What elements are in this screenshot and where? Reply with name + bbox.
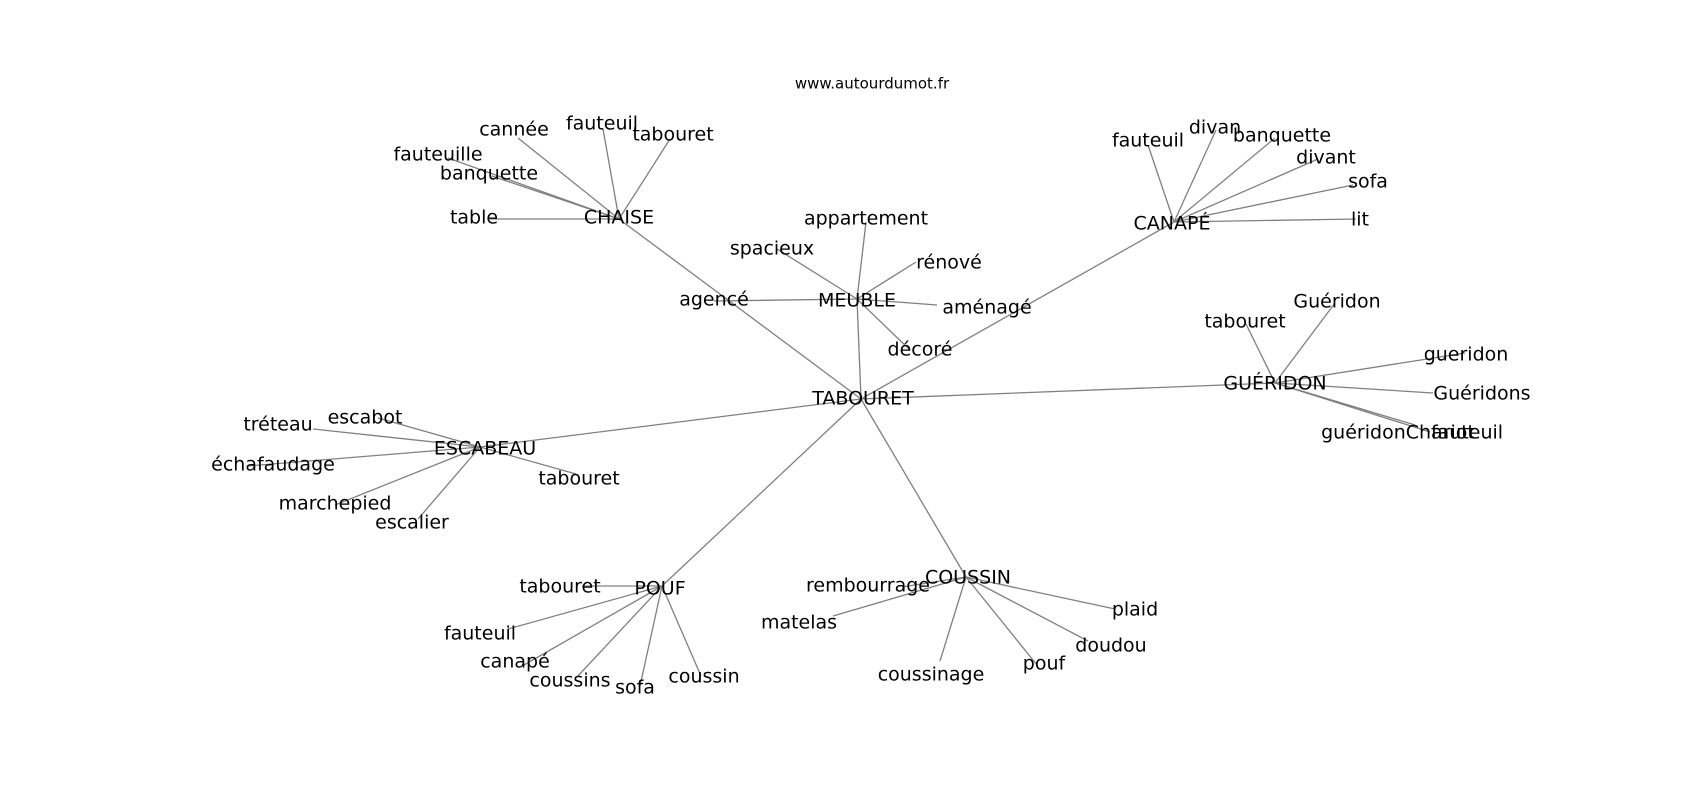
- edge-hub-to-leaf: [1274, 302, 1336, 384]
- edge-center-to-hub: [860, 398, 967, 578]
- leaf-node-label: aménagé: [942, 297, 1031, 319]
- edge-hub-to-leaf: [965, 576, 1116, 610]
- edge-hub-to-leaf: [901, 576, 967, 588]
- leaf-node-label: fauteuil: [444, 623, 516, 645]
- leaf-node-label: échafaudage: [211, 454, 335, 476]
- leaf-node-label: doudou: [1075, 635, 1146, 657]
- edge-center-to-hub: [479, 398, 862, 448]
- edge-hub-to-leaf: [377, 417, 481, 448]
- leaf-node-label: sofa: [615, 677, 655, 699]
- leaf-node-label: rembourrage: [806, 575, 930, 597]
- leaf-node-label: spacieux: [730, 238, 814, 260]
- leaf-node-label: sofa: [1348, 171, 1388, 193]
- edge-hub-to-leaf: [1173, 129, 1217, 223]
- leaf-node-label: Guéridon: [1293, 291, 1380, 313]
- hub-node-label: COUSSIN: [925, 567, 1011, 589]
- edge-hub-to-leaf: [965, 576, 1089, 642]
- edge-hub-to-leaf: [618, 138, 671, 220]
- edge-hub-to-leaf: [713, 298, 858, 302]
- edge-hub-to-leaf: [639, 585, 663, 687]
- graph-labels: TABOURET MEUBLE appartement spacieux rénové a…: [211, 113, 1530, 699]
- leaf-node-label: matelas: [761, 612, 837, 634]
- edge-center-to-hub: [856, 298, 862, 400]
- edge-hub-to-leaf: [832, 576, 967, 617]
- leaf-node-label: tabouret: [519, 576, 600, 598]
- leaf-node-label: Guéridons: [1433, 383, 1530, 405]
- leaf-node-label: décoré: [888, 339, 953, 361]
- leaf-node-label: appartement: [804, 208, 928, 230]
- source-label: www.autourdumot.fr: [795, 75, 950, 93]
- leaf-node-label: tabouret: [1204, 311, 1285, 333]
- hub-node-label: ESCABEAU: [434, 438, 536, 460]
- edge-hub-to-leaf: [1274, 382, 1431, 433]
- edge-hub-to-leaf: [334, 446, 481, 506]
- edge-hub-to-leaf: [1274, 382, 1434, 394]
- leaf-node-label: coussin: [668, 666, 739, 688]
- leaf-node-label: banquette: [1233, 125, 1331, 147]
- edge-hub-to-leaf: [856, 221, 867, 300]
- leaf-node-label: tabouret: [538, 468, 619, 490]
- edge-hub-to-leaf: [1147, 144, 1175, 223]
- edge-hub-to-leaf: [417, 446, 481, 520]
- edge-hub-to-leaf: [247, 446, 481, 467]
- edge-hub-to-leaf: [491, 175, 620, 220]
- edge-center-to-hub: [661, 398, 862, 587]
- edge-hub-to-leaf: [856, 261, 917, 300]
- edge-hub-to-leaf: [576, 585, 663, 678]
- edge-hub-to-leaf: [856, 298, 911, 351]
- graph-edges: [247, 128, 1466, 687]
- edge-hub-to-leaf: [1245, 323, 1276, 384]
- edge-hub-to-leaf: [479, 446, 577, 475]
- edge-hub-to-leaf: [939, 576, 967, 662]
- leaf-node-label: fauteuil: [1431, 422, 1503, 444]
- leaf-node-label: guéridonChariot: [1321, 422, 1475, 444]
- edge-hub-to-leaf: [1173, 218, 1357, 223]
- hub-node-label: CANAPÉ: [1134, 212, 1211, 235]
- leaf-node-label: lit: [1351, 209, 1369, 231]
- leaf-node-label: tréteau: [243, 414, 312, 436]
- leaf-node-label: divant: [1296, 147, 1356, 169]
- hub-node-label: POUF: [634, 578, 685, 600]
- hub-node-label: GUÉRIDON: [1223, 372, 1326, 395]
- leaf-node-label: divan: [1189, 117, 1241, 139]
- edge-hub-to-leaf: [602, 128, 620, 220]
- hub-node-label: MEUBLE: [818, 290, 896, 312]
- leaf-node-label: escalier: [375, 512, 449, 534]
- edge-hub-to-leaf: [1173, 137, 1276, 223]
- leaf-node-label: rénové: [916, 252, 982, 274]
- leaf-node-label: tabouret: [632, 124, 713, 146]
- leaf-node-label: banquette: [440, 163, 538, 185]
- edge-hub-to-leaf: [507, 585, 663, 630]
- leaf-node-label: table: [450, 207, 498, 229]
- center-node-label: TABOURET: [811, 388, 914, 410]
- leaf-node-label: plaid: [1112, 599, 1158, 621]
- leaf-node-label: canapé: [480, 651, 550, 673]
- leaf-node-label: gueridon: [1424, 344, 1509, 366]
- leaf-node-label: fauteuille: [393, 144, 482, 166]
- edge-hub-to-leaf: [523, 585, 663, 666]
- edge-hub-to-leaf: [1173, 184, 1354, 223]
- leaf-node-label: agencé: [679, 289, 749, 311]
- hub-node-label: CHAISE: [584, 207, 654, 229]
- edge-center-to-hub: [618, 218, 862, 400]
- edge-hub-to-leaf: [856, 298, 938, 306]
- leaf-node-label: escabot: [328, 407, 403, 429]
- edge-hub-to-leaf: [517, 137, 620, 220]
- edge-center-to-hub: [860, 221, 1175, 400]
- leaf-node-label: coussinage: [878, 664, 985, 686]
- leaf-node-label: fauteuil: [1112, 130, 1184, 152]
- leaf-node-label: fauteuil: [566, 113, 638, 135]
- edge-hub-to-leaf: [312, 428, 481, 448]
- edge-hub-to-leaf: [776, 248, 858, 300]
- edge-hub-to-leaf: [965, 576, 1038, 666]
- leaf-node-label: cannée: [479, 119, 549, 141]
- edge-hub-to-leaf: [1274, 352, 1466, 384]
- edge-center-to-hub: [860, 382, 1276, 400]
- leaf-node-label: marchepied: [279, 493, 392, 515]
- leaf-node-label: pouf: [1023, 653, 1067, 675]
- edge-hub-to-leaf: [1173, 158, 1319, 223]
- leaf-node-label: coussins: [529, 670, 610, 692]
- edge-hub-to-leaf: [661, 585, 702, 677]
